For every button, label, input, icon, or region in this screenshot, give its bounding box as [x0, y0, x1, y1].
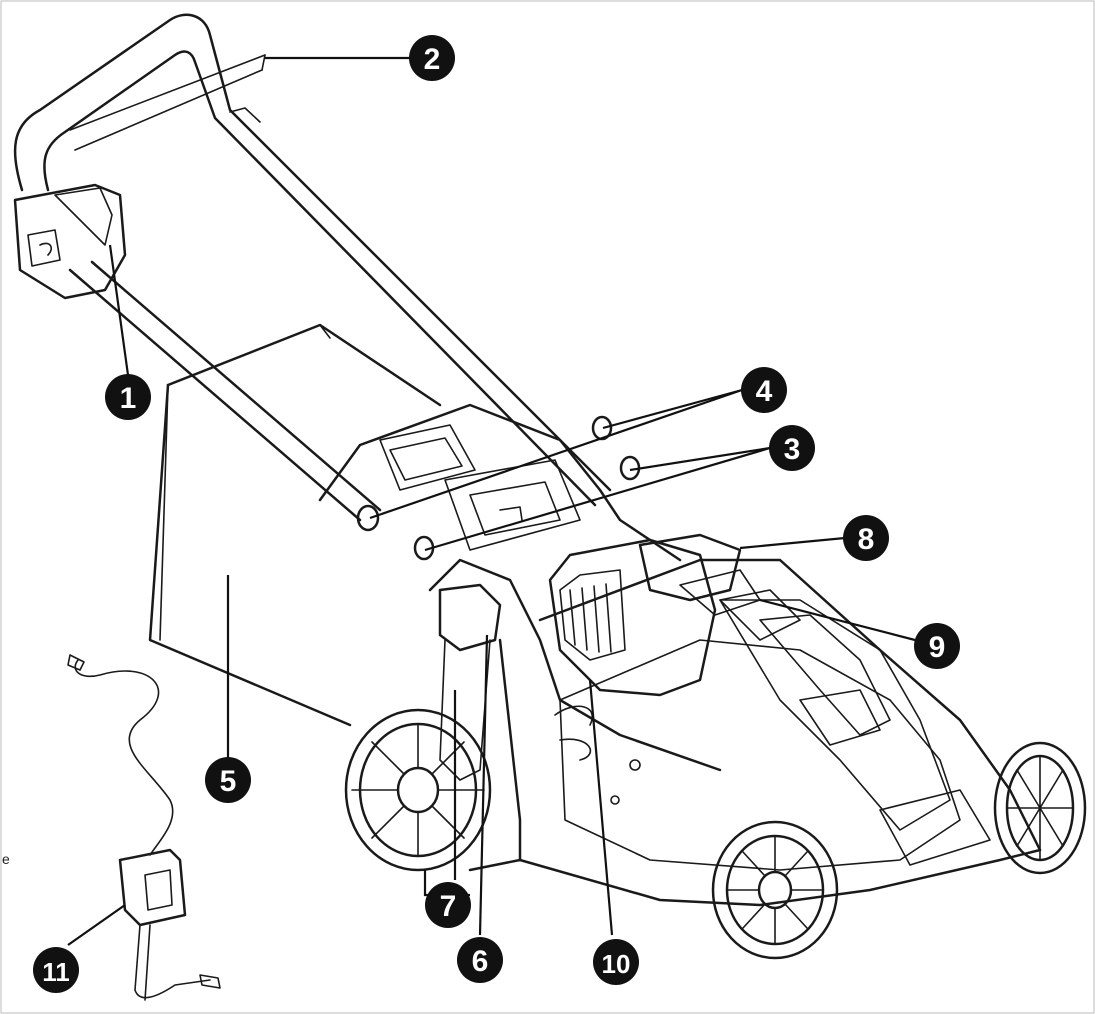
front-left-wheel — [711, 820, 839, 960]
callout-label: 10 — [602, 949, 631, 979]
leader-4b — [602, 388, 743, 430]
callout-circle — [741, 367, 787, 413]
callout-label: 9 — [929, 631, 946, 664]
leader-4a — [369, 388, 743, 520]
grass-bag — [148, 323, 442, 727]
callout-label: 3 — [784, 433, 801, 466]
callout-7: 7 — [425, 882, 471, 928]
callout-6: 6 — [457, 937, 503, 983]
motor-housing — [548, 533, 801, 697]
callout-label: 1 — [120, 382, 137, 415]
callout-label: 11 — [42, 957, 70, 987]
callout-label: 4 — [756, 375, 773, 408]
callout-1: 1 — [105, 374, 151, 420]
callout-label: 6 — [472, 945, 489, 978]
callout-10: 10 — [593, 939, 639, 985]
leader-3b — [629, 446, 771, 472]
leader-6 — [478, 634, 489, 936]
callout-label: 2 — [424, 43, 441, 76]
callout-circle — [843, 515, 889, 561]
callout-3: 3 — [769, 425, 815, 471]
callout-label: 5 — [220, 765, 237, 798]
callout-circle — [593, 939, 639, 985]
leader-lines — [67, 56, 916, 946]
callout-2: 2 — [409, 35, 455, 81]
callout-8: 8 — [843, 515, 889, 561]
leader-1 — [108, 244, 130, 376]
callout-5: 5 — [205, 757, 251, 803]
leader-8 — [739, 536, 846, 550]
callout-circle — [409, 35, 455, 81]
switch-box-icon — [13, 183, 127, 300]
front-right-wheel — [993, 741, 1087, 875]
callout-circle — [769, 425, 815, 471]
callout-label: 7 — [440, 890, 457, 923]
callout-circle — [105, 374, 151, 420]
edge-text-fragment: e — [2, 851, 10, 867]
height-adjust-lever — [438, 583, 502, 781]
callout-11: 11 — [33, 947, 79, 993]
callout-circle — [914, 623, 960, 669]
callout-label: 8 — [858, 523, 875, 556]
callout-circle — [457, 937, 503, 983]
callout-badges: 1 2 34 5 67 8 9 10 11 — [33, 35, 960, 993]
callout-4: 4 — [741, 367, 787, 413]
leader-11 — [67, 904, 126, 946]
rear-left-wheel — [344, 708, 492, 872]
mower-handle — [13, 13, 612, 522]
callout-circle — [205, 757, 251, 803]
callout-circle — [33, 947, 79, 993]
handle-knobs — [356, 415, 641, 561]
callout-circle — [425, 882, 471, 928]
leader-3a — [424, 446, 771, 552]
charger-icon — [67, 654, 221, 1001]
leader-9 — [759, 598, 916, 642]
leader-10 — [588, 679, 614, 936]
callout-9: 9 — [914, 623, 960, 669]
